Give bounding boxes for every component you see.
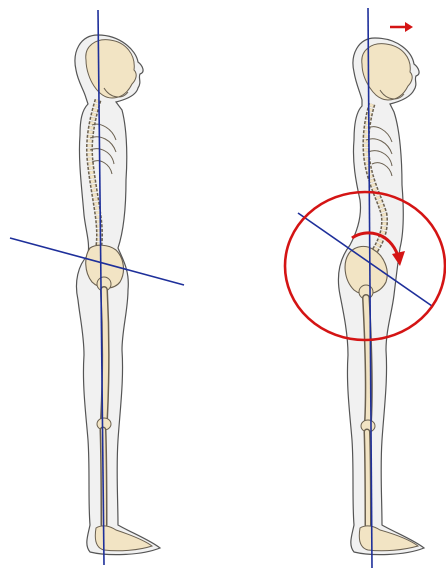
anterior-pelvic-tilt-figure — [285, 8, 445, 568]
neutral-posture-figure — [10, 10, 184, 565]
body-silhouette — [75, 35, 160, 555]
body-silhouette — [338, 38, 424, 555]
right-arrow-icon — [390, 22, 413, 32]
